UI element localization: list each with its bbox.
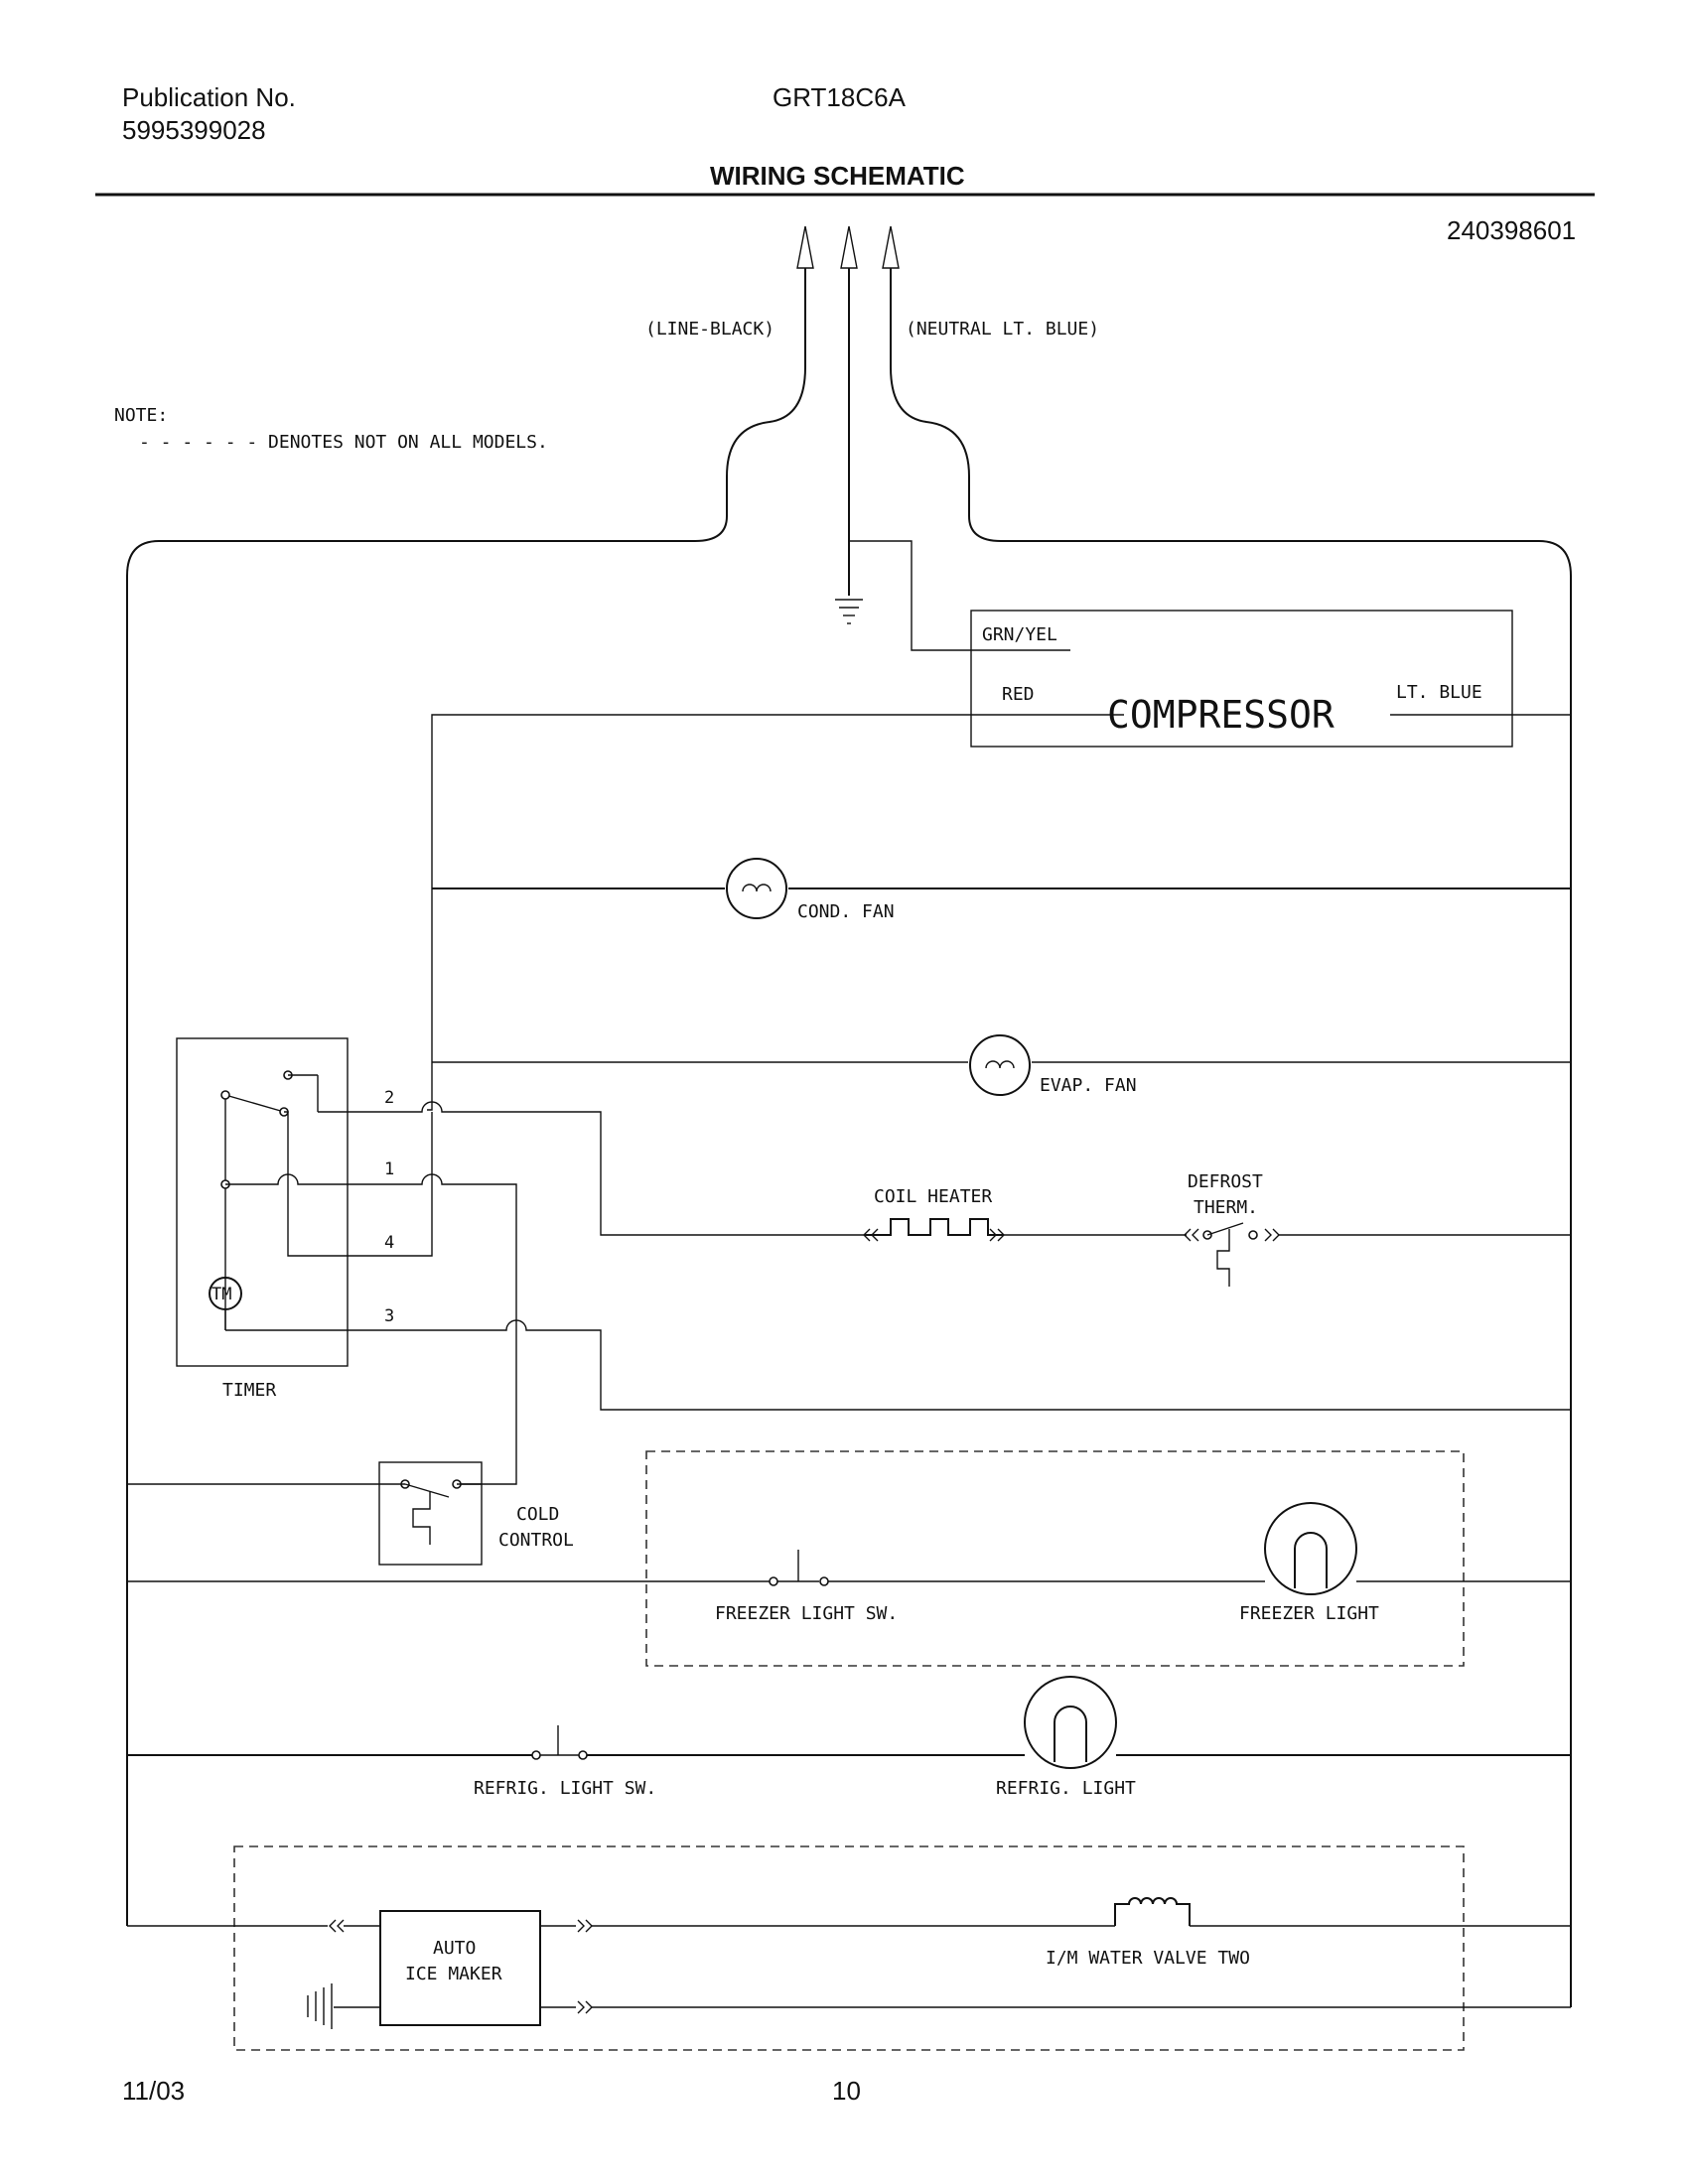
cond-fan-label: COND. FAN [797, 901, 895, 922]
power-cord [126, 225, 1572, 2007]
model-number: GRT18C6A [773, 82, 906, 112]
water-valve-label: I/M WATER VALVE TWO [1046, 1948, 1250, 1969]
timer-terminal-2: 2 [384, 1088, 394, 1108]
timer-motor-label: TM [211, 1285, 231, 1304]
grn-yel-label: GRN/YEL [982, 624, 1057, 645]
coil-heater-label: COIL HEATER [874, 1186, 992, 1207]
freezer-light-switch-icon [769, 1550, 829, 1586]
evap-fan-icon [969, 1034, 1031, 1096]
cold-control-label-2: CONTROL [498, 1530, 574, 1551]
timer-terminal-3: 3 [384, 1306, 394, 1326]
auto-ice-maker: AUTO ICE MAKER [379, 1910, 541, 2026]
freezer-light-sw-label: FREEZER LIGHT SW. [715, 1603, 898, 1624]
cond-fan-icon [726, 858, 787, 919]
water-valve-icon [1114, 1897, 1191, 1926]
lt-blue-label: LT. BLUE [1396, 682, 1482, 703]
page-title: WIRING SCHEMATIC [710, 161, 965, 191]
ice-maker-label-2: ICE MAKER [405, 1964, 502, 1984]
ice-maker-label-1: AUTO [433, 1938, 476, 1959]
timer-terminal-4: 4 [384, 1233, 394, 1253]
publication-number: 5995399028 [122, 115, 266, 145]
note-text: - - - - - - DENOTES NOT ON ALL MODELS. [139, 432, 548, 453]
page-number: 10 [832, 2076, 861, 2106]
red-label: RED [1002, 684, 1035, 705]
defrost-therm-label-2: THERM. [1194, 1197, 1258, 1218]
ice-maker-ground-icon [307, 1983, 333, 2029]
refrig-light-label: REFRIG. LIGHT [996, 1778, 1136, 1799]
cold-control [378, 1461, 483, 1566]
refrig-light-icon [1024, 1676, 1117, 1769]
cold-control-label-1: COLD [516, 1504, 559, 1525]
freezer-light-label: FREEZER LIGHT [1239, 1603, 1379, 1624]
refrig-light-sw-label: REFRIG. LIGHT SW. [474, 1778, 656, 1799]
timer: TM [176, 1037, 349, 1367]
defrost-therm-label-1: DEFROST [1188, 1171, 1263, 1192]
neutral-label: (NEUTRAL LT. BLUE) [906, 319, 1099, 340]
defrost-thermostat-icon [1184, 1222, 1280, 1287]
line-black-label: (LINE-BLACK) [645, 319, 774, 340]
note-title: NOTE: [114, 405, 168, 426]
timer-label: TIMER [222, 1380, 276, 1401]
compressor-label: COMPRESSOR [1107, 693, 1335, 737]
footer-date: 11/03 [122, 2076, 186, 2106]
coil-heater-icon [863, 1218, 1005, 1242]
ground-symbol-icon [835, 599, 863, 624]
ice-maker-optional-box [233, 1845, 1465, 2051]
publication-label: Publication No. [122, 82, 296, 112]
document-number: 240398601 [1447, 215, 1577, 245]
refrig-light-switch-icon [531, 1725, 588, 1760]
timer-terminal-1: 1 [384, 1160, 394, 1179]
freezer-light-icon [1264, 1502, 1357, 1595]
freezer-light-optional-box [645, 1450, 1465, 1667]
evap-fan-label: EVAP. FAN [1040, 1075, 1137, 1096]
compressor: GRN/YEL RED COMPRESSOR LT. BLUE [970, 610, 1513, 748]
